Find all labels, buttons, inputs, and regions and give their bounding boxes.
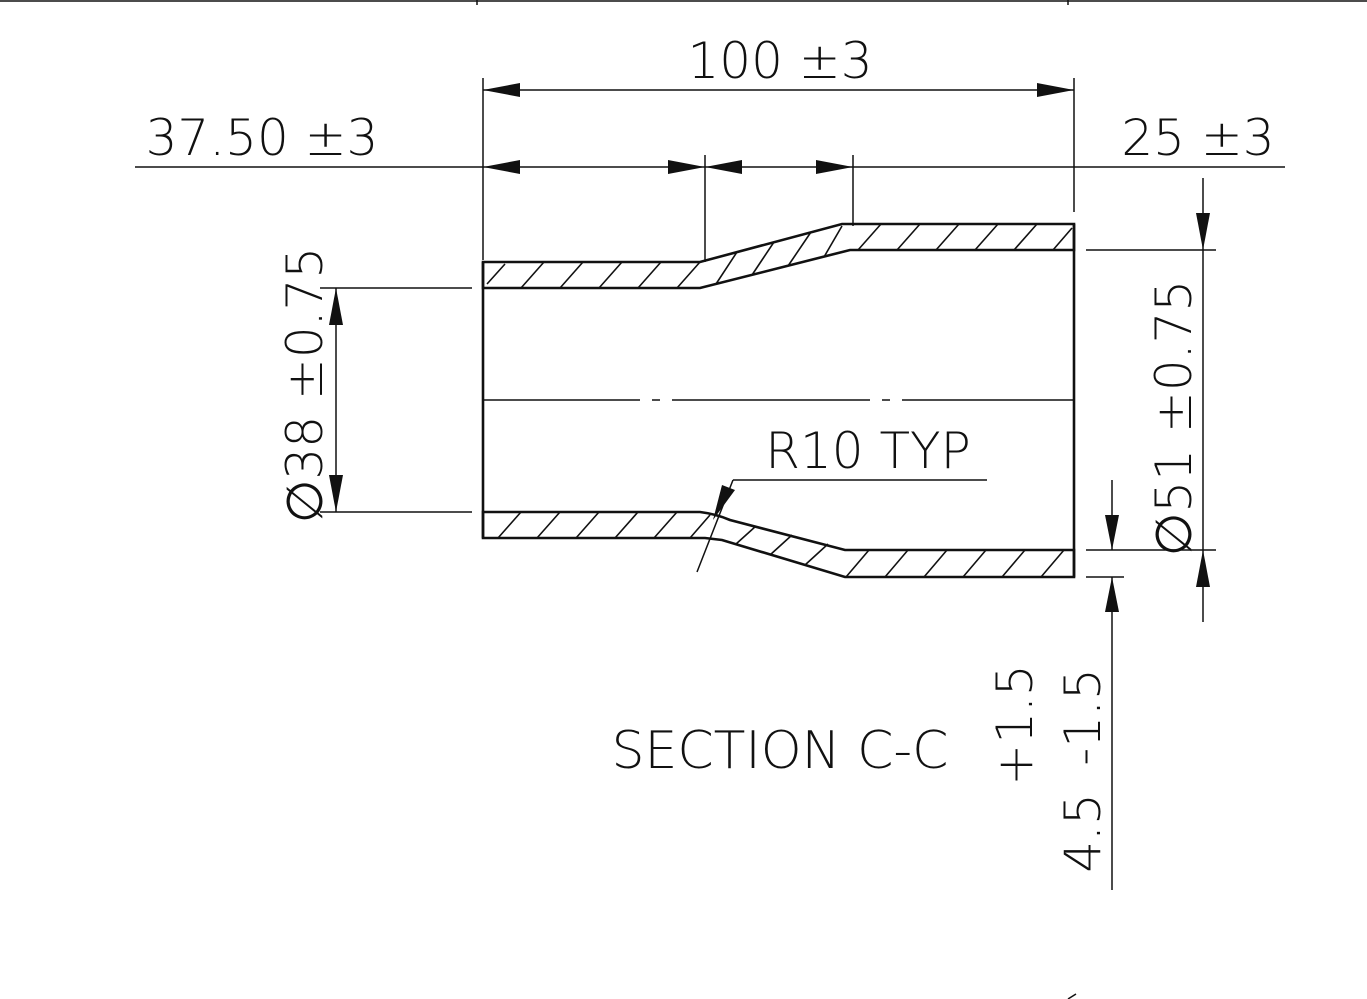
wall-thickness-lower-tolerance: -1.5 — [1054, 668, 1112, 766]
large-diameter-dimension — [1086, 178, 1216, 622]
overall-length-dimension — [482, 78, 1075, 260]
arrowhead — [1196, 213, 1210, 250]
border-mark — [1067, 993, 1077, 999]
radius-note-label: R10 TYP — [765, 422, 971, 480]
small-diameter-dimension — [320, 287, 472, 513]
arrowhead — [1196, 550, 1210, 587]
section-title: SECTION C-C — [611, 721, 948, 781]
section-hatching — [486, 223, 1073, 578]
arrowhead — [329, 475, 343, 512]
segment-length-dimensions — [135, 155, 1285, 262]
arrowhead — [668, 160, 705, 174]
arrowhead — [1037, 83, 1074, 97]
overall-length-label: 100 ±3 — [687, 32, 872, 90]
frame-border — [0, 0, 1367, 5]
arrowhead — [1105, 577, 1119, 612]
large-diameter-label: ∅51 ±0.75 — [1145, 280, 1203, 556]
wall-thickness-dimension — [1086, 480, 1124, 890]
left-length-label: 37.50 ±3 — [146, 109, 379, 167]
arrowhead — [483, 160, 520, 174]
arrowhead — [329, 288, 343, 325]
small-diameter-label: ∅38 ±0.75 — [276, 247, 334, 523]
arrowhead — [483, 83, 520, 97]
radius-leader — [696, 479, 987, 573]
arrowhead — [705, 160, 742, 174]
arrowhead — [1105, 515, 1119, 550]
right-length-label: 25 ±3 — [1121, 109, 1274, 167]
arrowhead — [713, 485, 735, 520]
wall-thickness-upper-tolerance: +1.5 — [986, 664, 1044, 785]
arrowhead — [816, 160, 853, 174]
wall-thickness-nominal-label: 4.5 — [1054, 793, 1112, 873]
